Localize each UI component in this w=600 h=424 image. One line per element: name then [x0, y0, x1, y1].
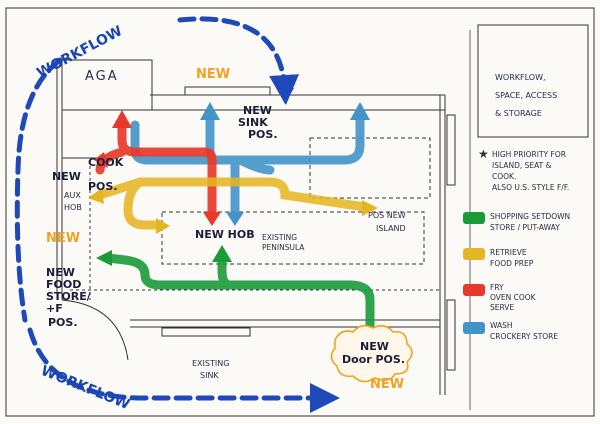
priority-line-3: COOK.	[492, 172, 516, 181]
legend-retrieve-line-1: RETRIEVE	[490, 248, 527, 257]
legend-swatch-shopping	[463, 212, 485, 224]
new-marker-left: NEW	[46, 231, 80, 246]
existing-sink-line-2: SINK	[200, 371, 219, 380]
new-door-line-1: NEW	[360, 340, 389, 353]
notes-title-line-3: & STORAGE	[495, 109, 542, 118]
priority-line-1: HIGH PRIORITY FOR	[492, 150, 566, 159]
pos-new-island-line-2: ISLAND	[376, 224, 406, 233]
workflow-path	[14, 16, 340, 413]
fry-flow-arrows	[95, 120, 217, 220]
new-cook-line-3: POS.	[88, 180, 118, 193]
new-hob-label: NEW HOB	[195, 228, 255, 241]
retrieve-arrowheads	[88, 188, 378, 234]
existing-sink-line-1: EXISTING	[192, 359, 229, 368]
new-door-cloud	[330, 324, 413, 383]
legend-swatch-retrieve	[463, 248, 485, 260]
legend-fry-line-1: FRY	[490, 283, 504, 292]
legend-wash-line-2: CROCKERY STORE	[490, 332, 558, 341]
priority-line-4: ALSO U.S. STYLE F/F.	[492, 183, 569, 192]
new-sink-line-1: NEW	[243, 104, 272, 117]
workflow-bottom-label: WORKFLOW	[39, 363, 132, 413]
aga-label: AGA	[85, 69, 119, 84]
legend-shopping-line-2: STORE / PUT-AWAY	[490, 223, 560, 232]
priority-line-2: ISLAND, SEAT &	[492, 161, 552, 170]
shopping-flow-arrows	[103, 253, 375, 335]
workflow-end-marks	[276, 88, 332, 404]
wash-arrowheads	[200, 102, 370, 226]
legend-wash-line-1: WASH	[490, 321, 513, 330]
food-store-line-3: STORE/	[46, 290, 92, 303]
legend-swatches	[463, 212, 485, 334]
legend-shopping-line-1: SHOPPING SETDOWN	[490, 212, 570, 221]
notes-title-line-1: WORKFLOW,	[495, 73, 546, 82]
food-store-line-4: +F	[46, 302, 63, 315]
legend-swatch-wash	[463, 322, 485, 334]
new-marker-door: NEW	[370, 377, 404, 392]
new-door-line-2: Door POS.	[342, 353, 405, 366]
pos-new-island-line-1: POS NEW	[368, 211, 406, 220]
new-marker-top: NEW	[196, 67, 230, 82]
aux-hob-line-2: HOB	[64, 203, 82, 212]
fry-arrowheads	[94, 110, 221, 226]
existing-peninsula-line-2: PENINSULA	[262, 243, 305, 252]
food-store-line-5: POS.	[48, 316, 78, 329]
legend-fry-line-2: OVEN COOK	[490, 293, 537, 302]
new-cook-line-1: NEW	[52, 170, 81, 183]
new-cook-line-2: COOK	[88, 156, 124, 169]
food-store-line-2: FOOD	[46, 278, 81, 291]
new-sink-line-3: POS.	[248, 128, 278, 141]
legend-retrieve-line-2: FOOD PREP	[490, 259, 534, 268]
food-store-line-1: NEW	[46, 266, 75, 279]
shopping-arrowheads	[96, 245, 232, 266]
aux-hob-line-1: AUX	[64, 191, 81, 200]
star-icon: ★	[478, 147, 489, 161]
existing-peninsula-line-1: EXISTING	[262, 233, 297, 242]
legend-fry-line-3: SERVE	[490, 303, 514, 312]
legend-swatch-fry	[463, 284, 485, 296]
new-sink-line-2: SINK	[238, 116, 268, 129]
notes-title-line-2: SPACE, ACCESS	[495, 91, 557, 100]
retrieve-flow-arrows	[95, 177, 370, 230]
